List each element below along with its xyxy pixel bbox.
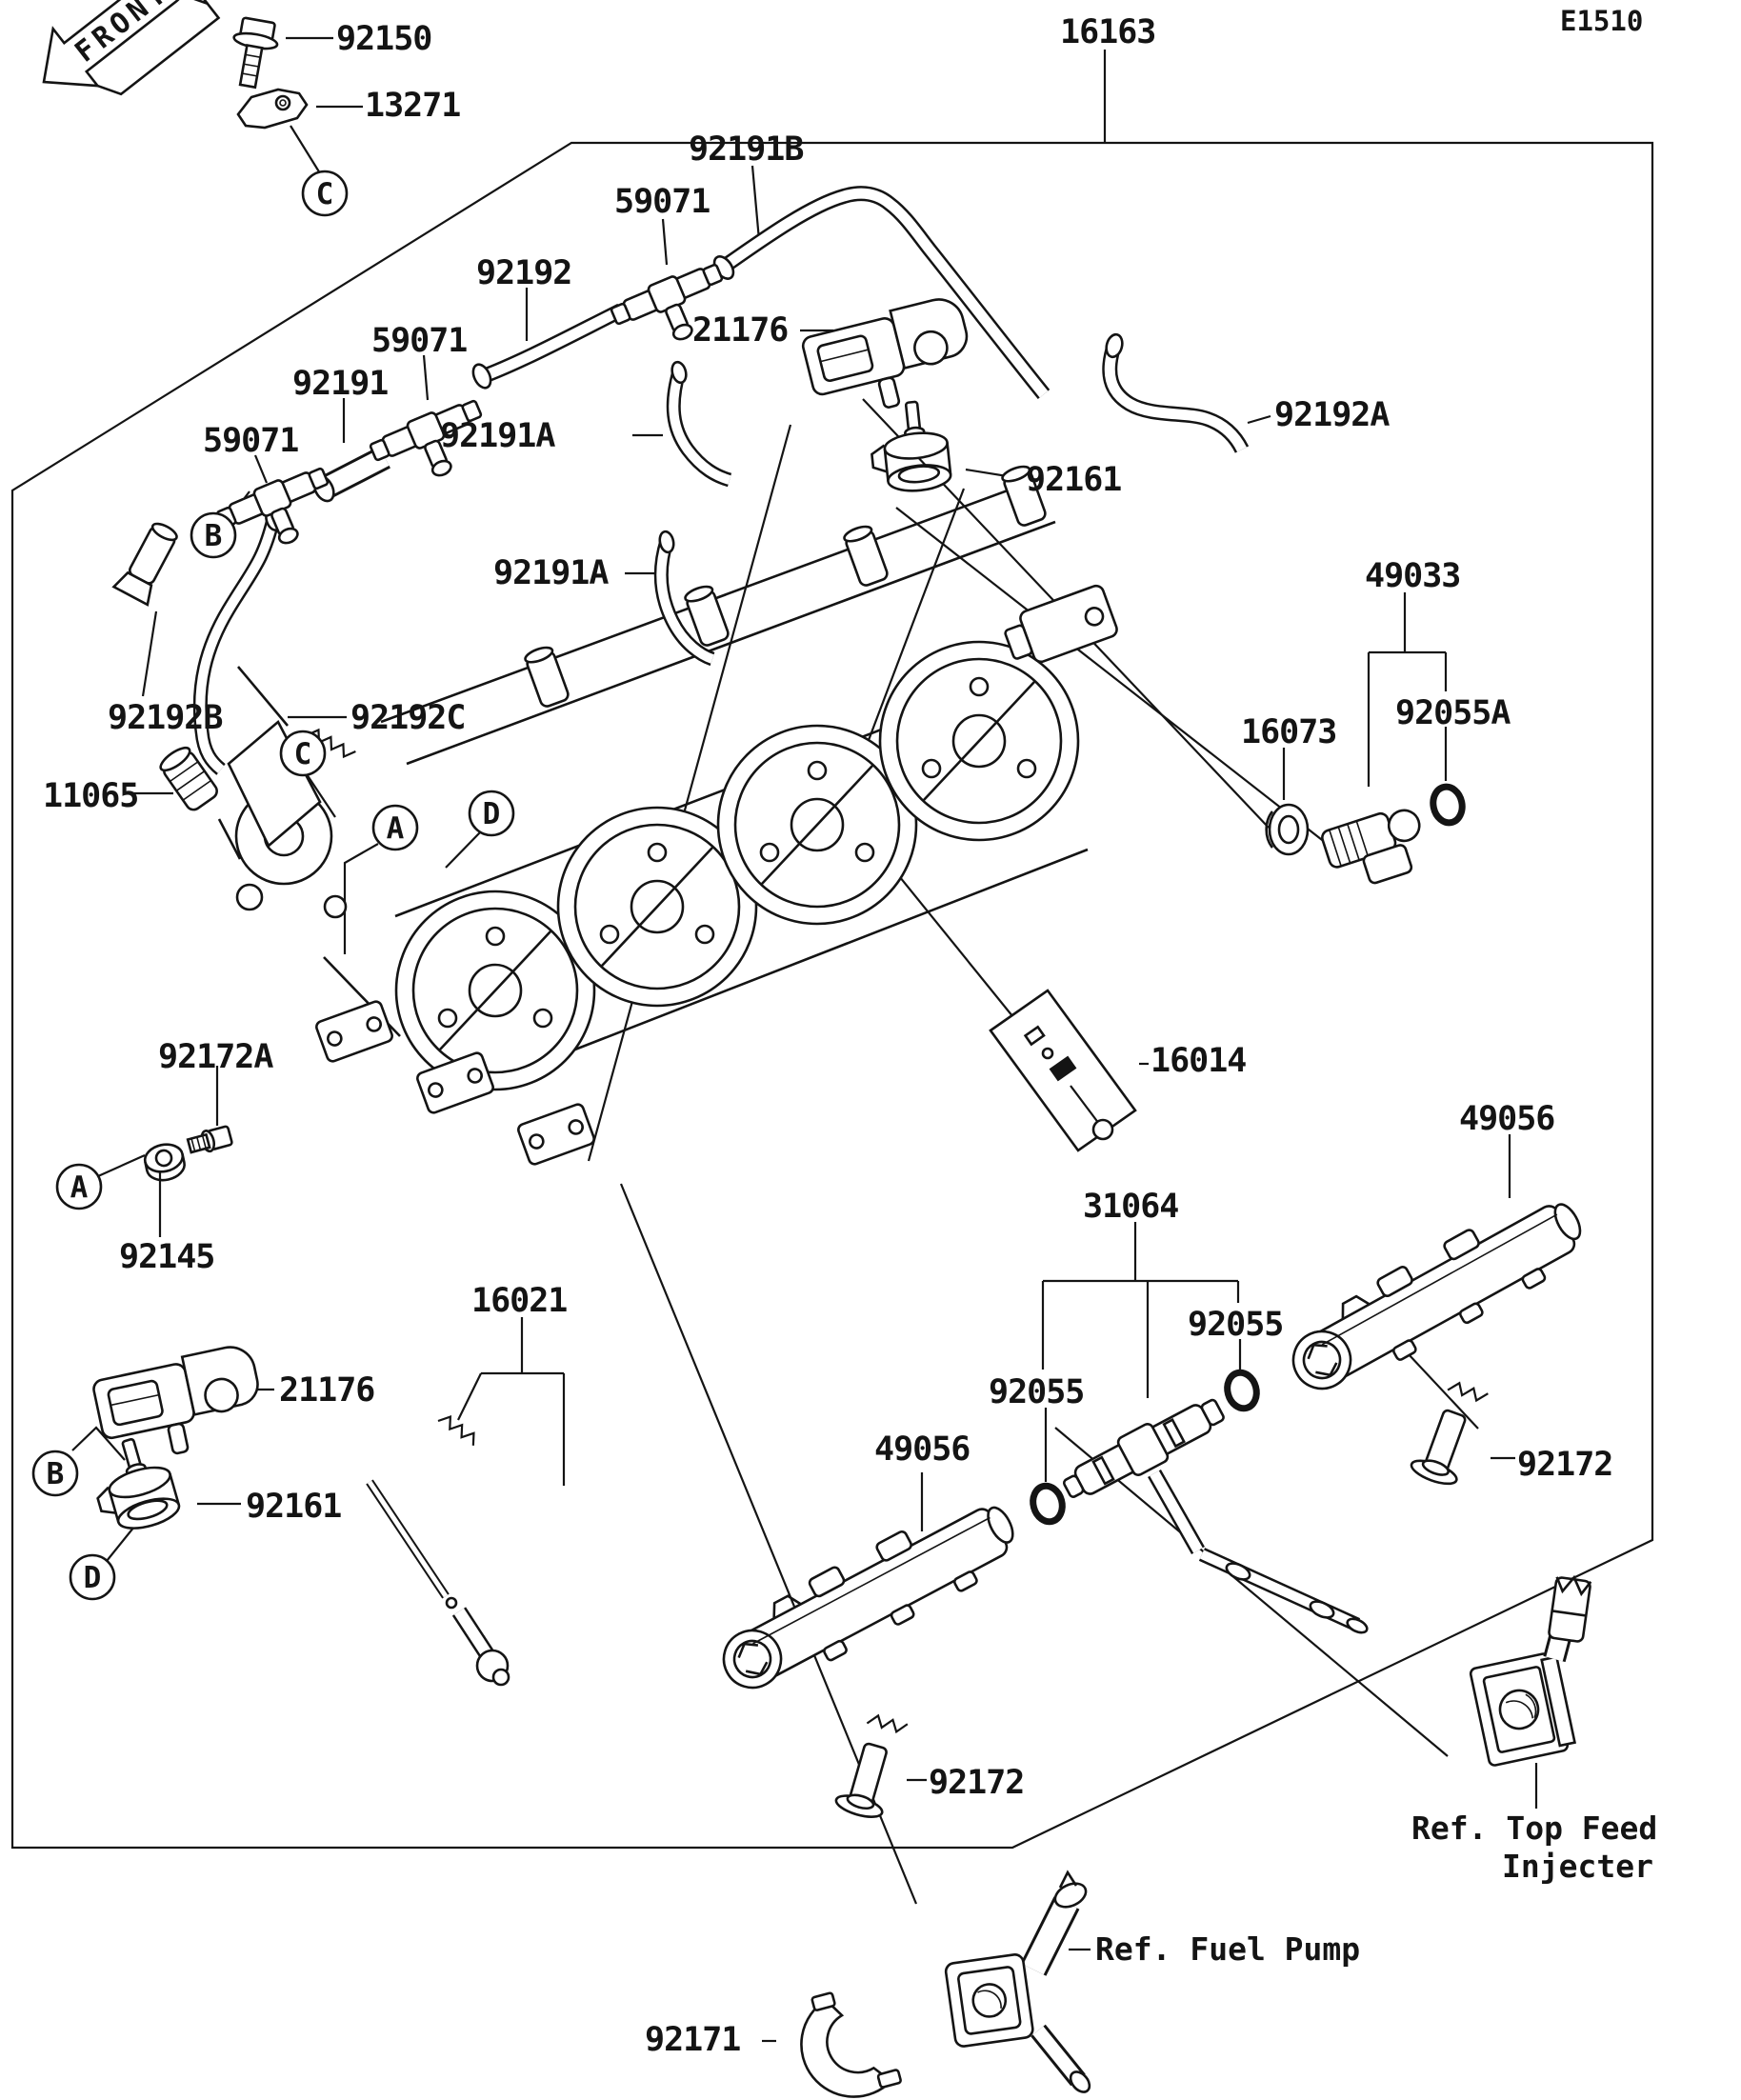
callout-circle [468, 790, 515, 837]
needle-16021 [366, 1415, 510, 1687]
part-number-label[interactable]: 59071 [614, 183, 710, 221]
part-number-label[interactable]: 16014 [1151, 1042, 1247, 1080]
part-number-label[interactable]: 31064 [1083, 1188, 1179, 1226]
leader-lines [71, 36, 1538, 2043]
part-number-label[interactable]: 92191B [689, 130, 804, 169]
throttle-body-assembly [217, 462, 1118, 1168]
reference-note: Injecter [1502, 1848, 1653, 1885]
callout-circle [31, 1450, 79, 1497]
front-arrow-icon: FRONT [42, 0, 221, 96]
part-number-label[interactable]: 16163 [1060, 13, 1156, 51]
check-valve-31064 [1062, 1398, 1369, 1634]
part-number-label[interactable]: 92191 [292, 365, 389, 403]
callout-letter: D [483, 797, 501, 831]
callout-letter: C [294, 737, 312, 771]
callout-letter: C [316, 177, 334, 211]
oring-92055-left [1030, 1483, 1067, 1525]
page-code: E1510 [1560, 5, 1643, 37]
part-number-label[interactable]: 92171 [645, 2021, 741, 2059]
oring-92055a [1430, 784, 1465, 825]
part-number-label[interactable]: 59071 [371, 322, 468, 360]
callout-letter: B [205, 519, 223, 553]
nut-92145 [143, 1143, 186, 1182]
fuel-rail-right [1274, 1179, 1597, 1409]
clamp-92171 [800, 1991, 902, 2098]
part-number-label[interactable]: 92145 [119, 1238, 215, 1276]
damper-bottom [83, 1430, 184, 1539]
fuel-pump [944, 1870, 1091, 2093]
part-number-label[interactable]: 21176 [279, 1371, 375, 1410]
diagram-border [10, 141, 1654, 1850]
part-number-label[interactable]: 49033 [1365, 557, 1461, 595]
sensor-49033 [1321, 809, 1421, 885]
fuel-rail-center [706, 1483, 1030, 1708]
hoses-and-fittings [111, 186, 1250, 811]
part-number-label[interactable]: 92172 [929, 1764, 1025, 1802]
map-sensor-bottom [90, 1341, 270, 1470]
callout-circle [190, 511, 237, 559]
screw-set-16014 [989, 989, 1137, 1152]
callout-circle [55, 1163, 103, 1210]
callout-letter: A [387, 811, 405, 846]
part-number-label[interactable]: 59071 [203, 422, 299, 460]
part-number-label[interactable]: 11065 [43, 777, 139, 815]
reference-note: Ref. Top Feed [1411, 1810, 1657, 1847]
part-number-label[interactable]: 92192B [108, 699, 223, 737]
part-number-label[interactable]: 92055 [989, 1373, 1085, 1411]
callout-letter: B [47, 1457, 65, 1491]
damper-top [865, 397, 953, 497]
part-number-label[interactable]: 92161 [1026, 461, 1122, 499]
callout-circle [371, 804, 419, 851]
part-number-label[interactable]: 92191A [493, 554, 610, 592]
part-number-label[interactable]: 92192 [476, 254, 572, 292]
part-number-label[interactable]: 13271 [365, 87, 461, 125]
map-sensor-top [798, 292, 981, 426]
top-feed-injector [1469, 1574, 1592, 1767]
bracket-13271 [236, 88, 309, 130]
part-number-label[interactable]: 49056 [1459, 1100, 1555, 1138]
part-number-label[interactable]: 92191A [440, 417, 556, 455]
reference-note: Ref. Fuel Pump [1095, 1930, 1360, 1968]
part-number-label[interactable]: 16021 [471, 1282, 568, 1320]
oring-92055-right [1224, 1370, 1261, 1411]
washer-16073 [1265, 803, 1310, 856]
part-number-label[interactable]: 92055 [1188, 1306, 1284, 1344]
screw-92172a [186, 1125, 233, 1154]
part-number-label[interactable]: 49056 [874, 1430, 971, 1469]
part-number-label[interactable]: 92161 [246, 1488, 342, 1526]
part-number-label[interactable]: 92192C [350, 699, 466, 737]
part-number-label[interactable]: 92172 [1517, 1446, 1613, 1484]
part-number-label[interactable]: 16073 [1241, 713, 1337, 751]
part-number-label[interactable]: 92150 [336, 20, 432, 58]
part-number-label[interactable]: 92192A [1274, 396, 1391, 434]
part-number-label[interactable]: 92055A [1395, 694, 1511, 732]
bolt-92150 [232, 16, 279, 90]
callout-circle [301, 170, 349, 217]
callout-circle [279, 730, 327, 777]
part-number-label[interactable]: 92172A [158, 1038, 274, 1076]
screw-92172-right [1407, 1375, 1490, 1490]
callout-letter: D [84, 1561, 102, 1595]
part-number-label[interactable]: 21176 [692, 311, 789, 350]
callout-circle [69, 1553, 116, 1601]
callout-letter: A [70, 1170, 89, 1205]
